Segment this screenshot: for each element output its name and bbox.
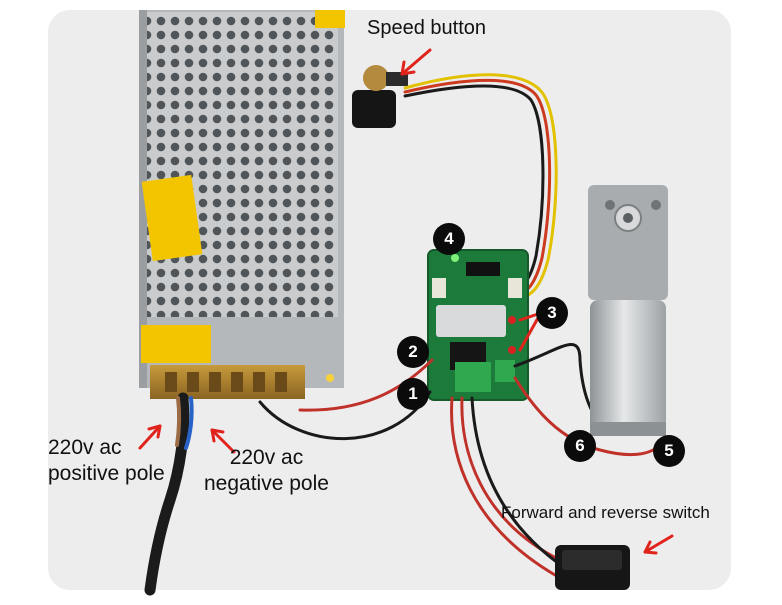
- arrow-positive-pole: [138, 424, 162, 450]
- arrow-negative-pole: [210, 428, 236, 454]
- reverse-switch: [555, 545, 630, 590]
- pwm-controller-board: [427, 249, 529, 401]
- arrow-switch: [643, 534, 674, 555]
- marker-2: 2: [397, 336, 429, 368]
- board-wires: [258, 343, 662, 577]
- marker-3: 3: [536, 297, 568, 329]
- marker-4: 4: [433, 223, 465, 255]
- marker-5: 5: [653, 435, 685, 467]
- marker-1: 1: [397, 378, 429, 410]
- speed-potentiometer: [352, 65, 408, 128]
- forward-reverse-switch-label: Forward and reverse switch: [501, 503, 710, 522]
- arrow-marker-3-a: [518, 312, 540, 322]
- annotation-arrows: [138, 48, 674, 555]
- arrow-speed-button: [400, 48, 432, 76]
- ac-positive-pole-label: 220v ac positive pole: [48, 436, 165, 486]
- pot-cable: [403, 73, 558, 300]
- geared-motor: [588, 185, 668, 436]
- mains-cable: [144, 392, 194, 596]
- power-supply: [139, 10, 345, 399]
- marker-6: 6: [564, 430, 596, 462]
- speed-button-label: Speed button: [367, 17, 486, 39]
- arrow-marker-3-b: [518, 316, 540, 352]
- ac-negative-pole-label: 220v ac negative pole: [204, 446, 329, 496]
